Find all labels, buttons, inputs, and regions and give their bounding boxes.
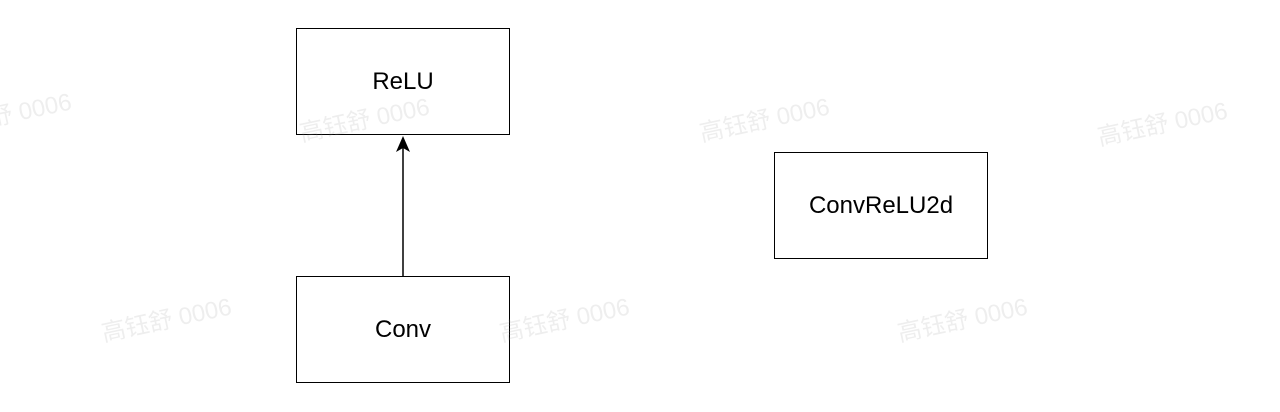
node-conv: Conv — [296, 276, 510, 383]
edge-conv-to-relu — [396, 136, 410, 276]
node-convrelu2d: ConvReLU2d — [774, 152, 988, 259]
node-relu: ReLU — [296, 28, 510, 135]
node-label: Conv — [374, 315, 432, 343]
node-label: ConvReLU2d — [808, 191, 954, 219]
arrowhead-icon — [396, 136, 410, 152]
node-label: ReLU — [372, 67, 434, 95]
